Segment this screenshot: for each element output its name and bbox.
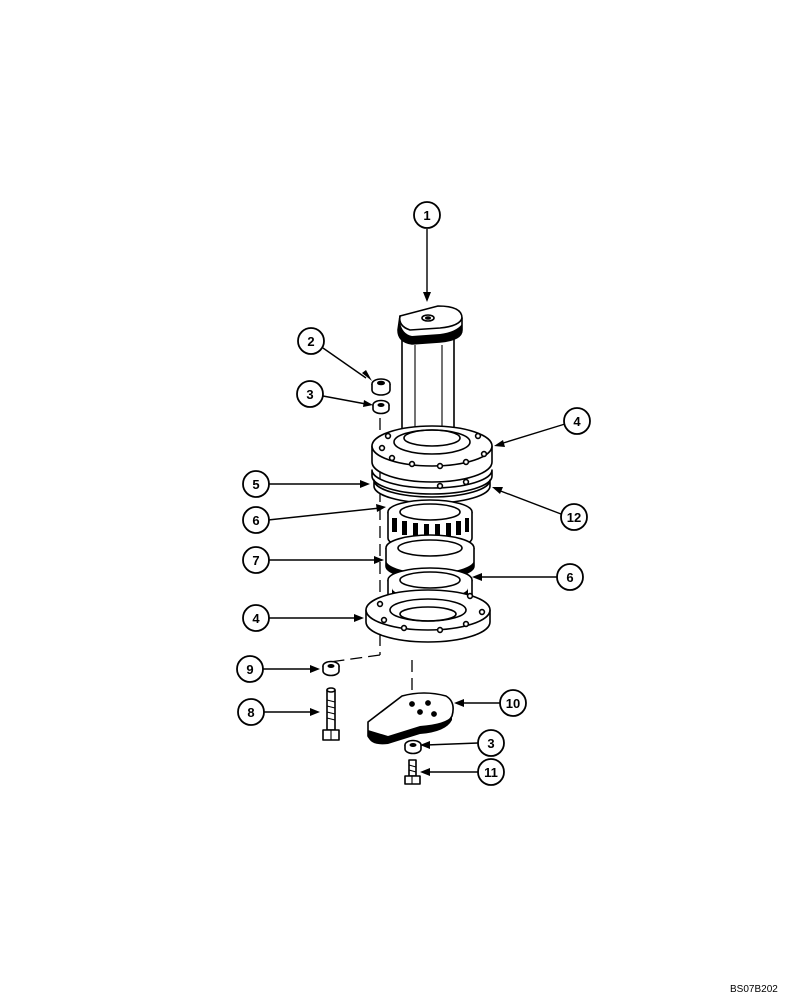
callout-2: 2 [297,327,325,355]
callout-4a-label: 4 [573,414,581,429]
callout-7: 7 [242,546,270,574]
part-upper-housing [371,425,493,483]
callout-5-label: 5 [252,477,259,492]
part-seal-and-shim [371,469,493,504]
callout-3b-label: 3 [487,736,494,751]
callout-9-label: 9 [246,662,253,677]
part-pivot-shaft [397,305,463,441]
callout-4b-label: 4 [252,611,260,626]
callout-10: 10 [499,689,527,717]
callout-8: 8 [237,698,265,726]
part-nut [371,378,391,396]
part-washer-upper [372,399,390,415]
callout-6b: 6 [556,563,584,591]
callout-6b-label: 6 [566,570,573,585]
callout-6a: 6 [242,506,270,534]
callout-1-label: 1 [423,208,430,223]
callout-1: 1 [413,201,441,229]
part-washer-9 [322,660,340,677]
callout-12-label: 12 [567,510,581,525]
leader-lines [262,229,566,776]
callout-3a-label: 3 [306,387,313,402]
part-cap-screw-11 [404,759,421,785]
callout-7-label: 7 [252,553,259,568]
callout-12: 12 [560,503,588,531]
part-locking-plate [367,692,454,745]
callout-10-label: 10 [506,696,520,711]
callout-9: 9 [236,655,264,683]
callout-2-label: 2 [307,334,314,349]
figure-reference-code: BS07B202 [730,984,778,995]
callout-5: 5 [242,470,270,498]
part-bolt-8 [322,687,340,741]
part-washer-lower [404,739,422,755]
callout-3a: 3 [296,380,324,408]
callout-11-label: 11 [484,765,498,780]
callout-11: 11 [477,758,505,786]
callout-3b: 3 [477,729,505,757]
callout-4a: 4 [563,407,591,435]
callout-4b: 4 [242,604,270,632]
part-lower-housing [365,589,491,643]
callout-8-label: 8 [247,705,254,720]
callout-6a-label: 6 [252,513,259,528]
